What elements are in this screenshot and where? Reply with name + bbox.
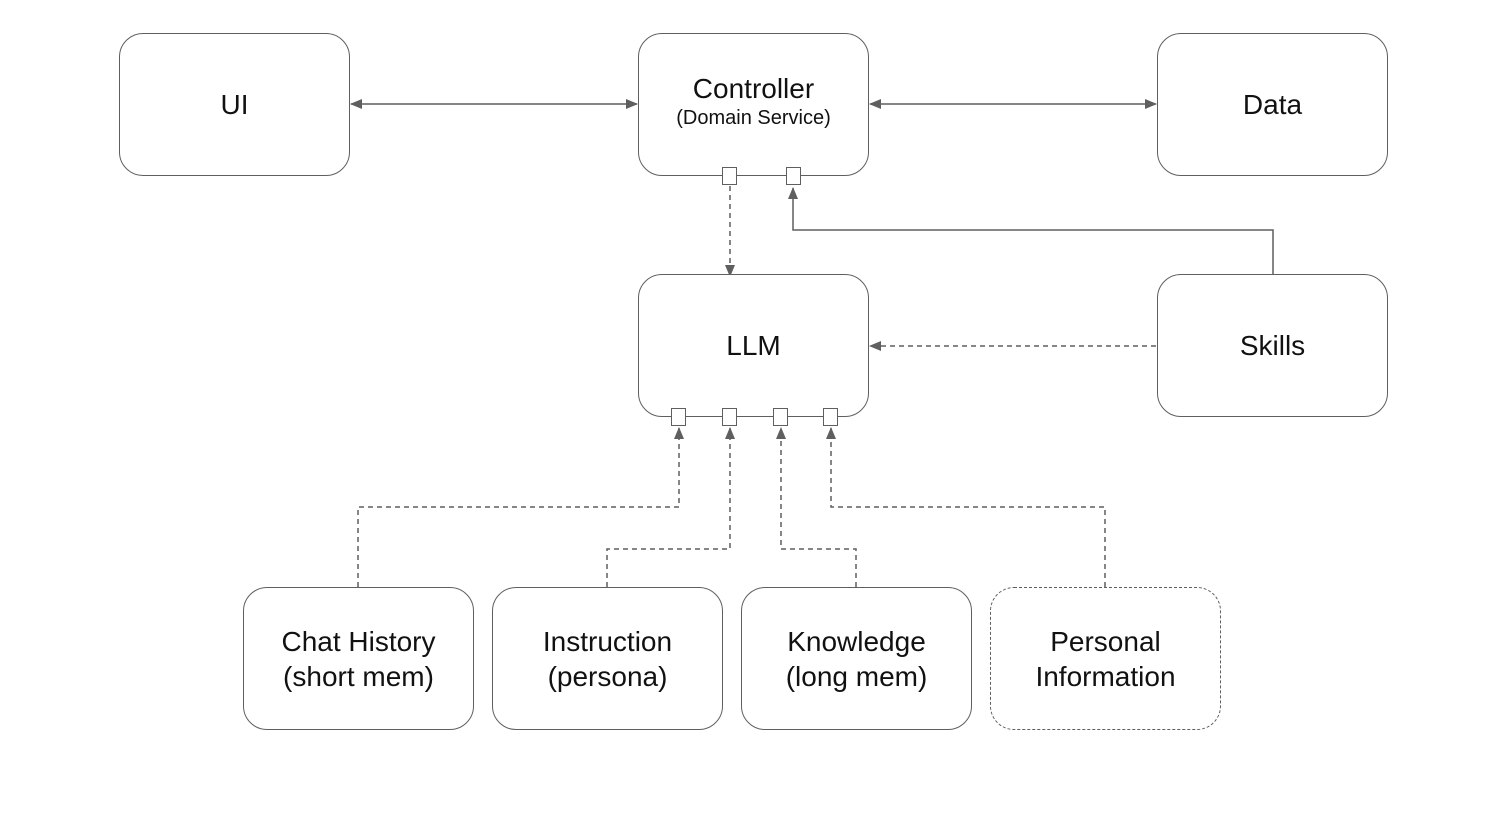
personal-information-node: Personal Information (990, 587, 1221, 730)
llm-node-label: LLM (726, 330, 781, 361)
edge-personal-information-llm (826, 427, 1106, 587)
edge-knowledge-llm (776, 427, 857, 587)
personal-information-label-line2: Information (1035, 660, 1176, 692)
personal-information-label-line1: Personal (1050, 625, 1161, 657)
instruction-label-line2: (persona) (547, 660, 668, 692)
skills-node-label: Skills (1239, 330, 1306, 361)
llm-port-instruction (722, 408, 737, 426)
llm-port-personal-information (823, 408, 838, 426)
skills-node: Skills (1157, 274, 1388, 417)
chat-history-label-line1: Chat History (281, 625, 436, 657)
chat-history-label-line2: (short mem) (283, 660, 434, 692)
instruction-label-line1: Instruction (542, 625, 673, 657)
controller-node-label: Controller (692, 73, 815, 104)
edge-instruction-llm (606, 427, 735, 587)
ui-node: UI (119, 33, 350, 176)
data-node: Data (1157, 33, 1388, 176)
ui-node-label: UI (220, 89, 249, 120)
llm-port-knowledge (773, 408, 788, 426)
knowledge-label-line1: Knowledge (787, 625, 926, 657)
data-node-label: Data (1242, 89, 1303, 120)
controller-port-llm (722, 167, 737, 185)
knowledge-label-line2: (long mem) (785, 660, 928, 692)
controller-port-skills (786, 167, 801, 185)
chat-history-node: Chat History (short mem) (243, 587, 474, 730)
controller-node: Controller (Domain Service) (638, 33, 869, 176)
instruction-node: Instruction (persona) (492, 587, 723, 730)
llm-port-chat-history (671, 408, 686, 426)
edge-skills-controller (788, 187, 1274, 274)
knowledge-node: Knowledge (long mem) (741, 587, 972, 730)
edge-chat-history-llm (357, 427, 684, 587)
llm-node: LLM (638, 274, 869, 417)
controller-node-sublabel: (Domain Service) (676, 107, 831, 129)
